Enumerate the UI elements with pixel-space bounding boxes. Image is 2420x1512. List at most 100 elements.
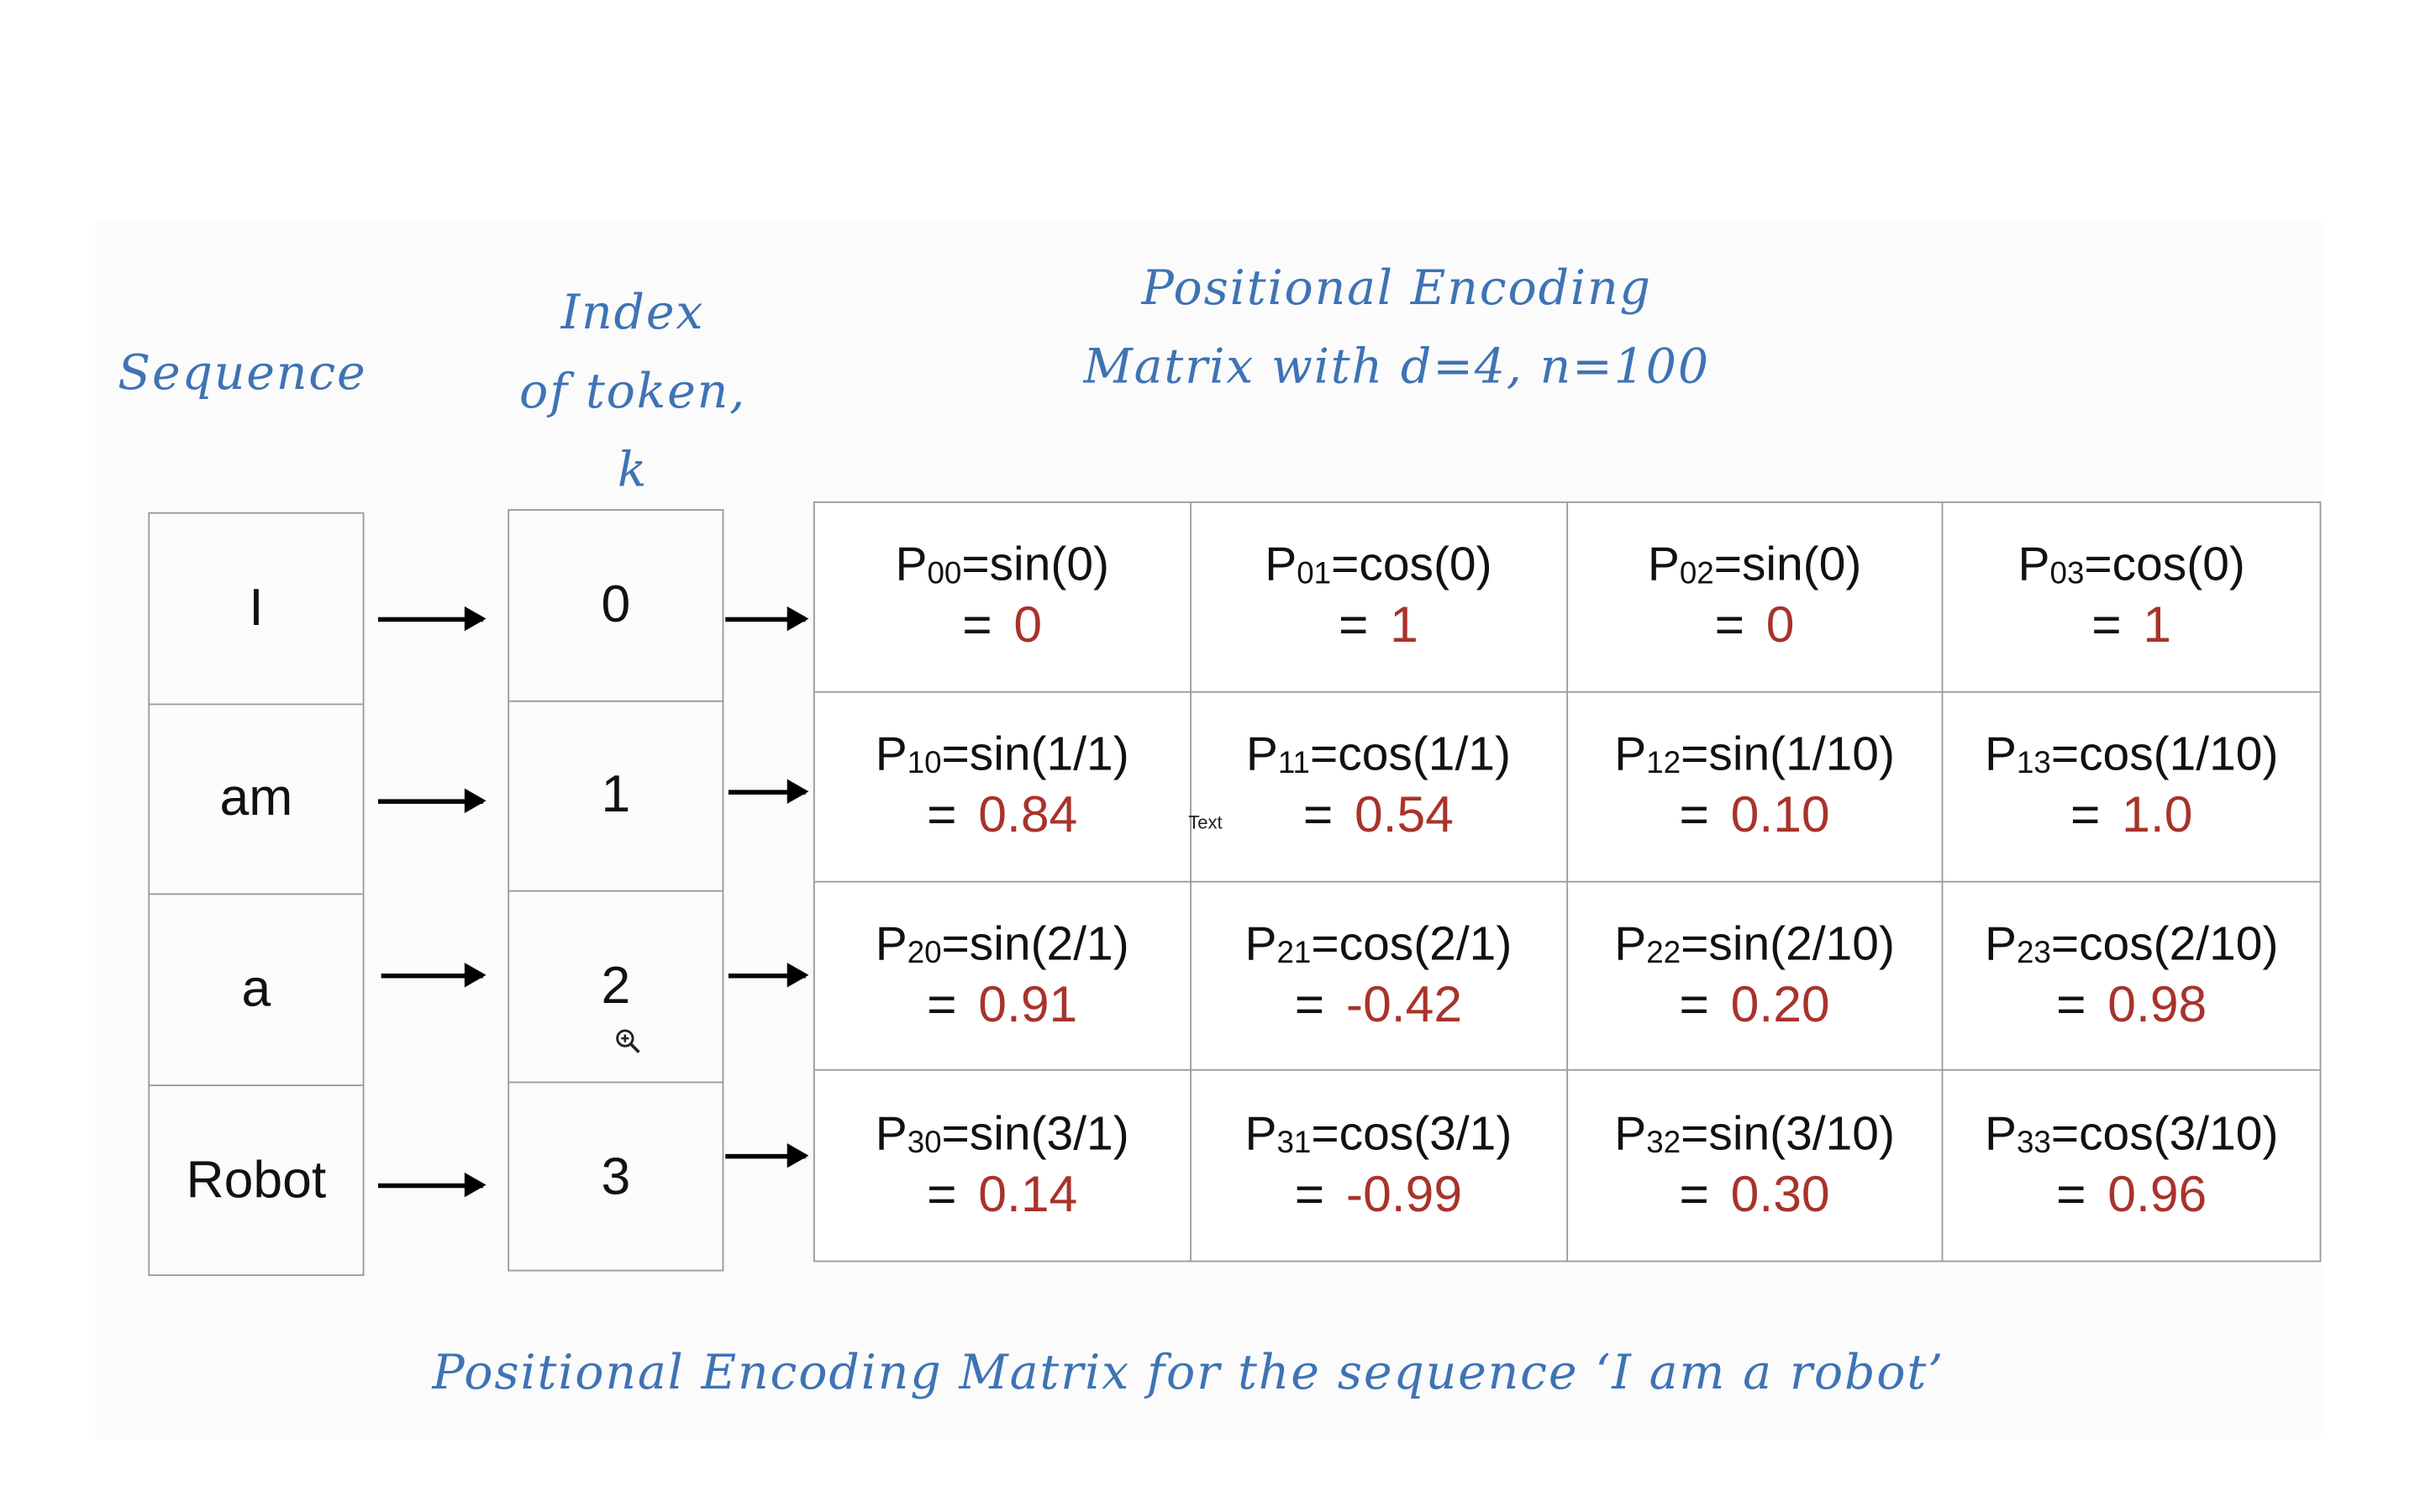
cell-subscript: 10 [907, 747, 942, 781]
cell-result: = 0.14 [927, 1162, 1077, 1226]
cell-formula: P02=sin(0) [1648, 538, 1861, 592]
token-index: 3 [601, 1147, 631, 1206]
cell-value: 0.84 [978, 785, 1078, 843]
cell-subscript: 01 [1297, 557, 1332, 592]
equals-sign: = [927, 974, 957, 1032]
equals-sign: = [1714, 596, 1745, 654]
token-index: 0 [509, 511, 723, 701]
equals-sign: = [927, 785, 957, 843]
cell-subscript: 03 [2049, 557, 2085, 592]
cell-result: =-0.99 [1295, 1162, 1462, 1226]
sequence-token: am [150, 704, 363, 895]
cell-formula: P22=sin(2/10) [1614, 916, 1895, 971]
index-column: 0 1 2 3 [508, 509, 724, 1272]
sequence-token: I [150, 514, 363, 705]
matrix-cell: P01=cos(0)= 1 [1191, 502, 1568, 693]
cell-result: = 0.54 [1303, 782, 1454, 846]
cell-formula: P31=cos(3/1) [1244, 1106, 1512, 1161]
cell-result: =0 [1715, 592, 1795, 656]
cell-function: =sin(0) [961, 537, 1109, 592]
cell-formula: P21=cos(2/1) [1244, 916, 1512, 971]
cell-value: 0.14 [978, 1164, 1078, 1222]
cell-formula: P30=sin(3/1) [876, 1106, 1129, 1161]
cell-formula: P13=cos(1/10) [1985, 727, 2278, 781]
matrix-cell: P10=sin(1/1)= 0.84 [814, 692, 1192, 882]
cell-subscript: 33 [2016, 1126, 2051, 1161]
cell-result: =1 [2091, 592, 2171, 656]
arrow-index-to-row [728, 779, 809, 804]
cell-subscript: 32 [1646, 1126, 1681, 1161]
cell-value: 0.10 [1730, 785, 1830, 843]
p-symbol: P [1244, 916, 1277, 971]
equals-sign: = [1679, 974, 1709, 1032]
cell-formula: P32=sin(3/10) [1614, 1106, 1895, 1161]
cell-subscript: 23 [2016, 936, 2051, 971]
p-symbol: P [1984, 1106, 2017, 1161]
arrow-index-to-row [728, 963, 809, 988]
cell-function: =sin(3/1) [941, 1106, 1129, 1161]
p-symbol: P [875, 1106, 908, 1161]
index-heading-line1: Index [560, 285, 705, 341]
cell-result: =0.30 [1680, 1162, 1830, 1226]
p-symbol: P [1614, 727, 1647, 781]
matrix-cell: P11=cos(1/1)=0.54 [1191, 692, 1568, 882]
cell-function: =sin(3/10) [1681, 1106, 1895, 1161]
cell-function: =cos(0) [2084, 537, 2245, 592]
equals-sign: = [1294, 974, 1325, 1032]
equals-sign: = [927, 1164, 957, 1222]
cell-function: =sin(2/10) [1681, 916, 1895, 971]
cell-subscript: 20 [907, 936, 942, 971]
cell-result: = 0.98 [2056, 971, 2207, 1035]
cell-subscript: 02 [1679, 557, 1714, 592]
cell-value: 0.20 [1730, 974, 1830, 1032]
cell-value: 0 [1765, 596, 1795, 654]
arrow-index-to-row [725, 1142, 809, 1168]
cell-function: =cos(1/1) [1309, 727, 1511, 781]
cell-formula: P12=sin(1/10) [1614, 727, 1895, 781]
cell-result: = 1.0 [2070, 782, 2192, 846]
arrow-token-to-index [377, 788, 487, 813]
cell-result: =0.96 [2056, 1162, 2207, 1226]
cell-function: =cos(3/1) [1311, 1106, 1512, 1161]
cell-formula: P10=sin(1/1) [876, 727, 1129, 781]
cell-function: =cos(3/10) [2050, 1106, 2279, 1161]
matrix-title: Positional Encoding Matrix with d=4, n=1… [987, 250, 1805, 407]
cell-value: -0.42 [1345, 974, 1463, 1032]
cell-formula: P01=cos(0) [1265, 538, 1491, 592]
cell-value: 0.98 [2107, 974, 2207, 1032]
equals-sign: = [2056, 974, 2086, 1032]
equals-sign: = [2070, 785, 2101, 843]
cell-function: =cos(0) [1331, 537, 1492, 592]
equals-sign: = [1679, 1164, 1709, 1222]
p-symbol: P [2018, 537, 2050, 592]
cell-value: 0.54 [1354, 785, 1454, 843]
cell-subscript: 13 [2016, 747, 2051, 781]
arrow-index-to-row [725, 606, 809, 632]
cell-function: =sin(0) [1713, 537, 1862, 592]
token-index: 1 [509, 701, 723, 892]
cell-result: =0.10 [1680, 782, 1830, 846]
p-symbol: P [1984, 916, 2017, 971]
cell-subscript: 12 [1646, 747, 1681, 781]
arrow-token-to-index [381, 963, 487, 988]
p-symbol: P [875, 916, 908, 971]
p-symbol: P [1265, 537, 1297, 592]
sequence-token: Robot [186, 1150, 327, 1210]
matrix-cell: P13=cos(1/10)= 1.0 [1943, 692, 2320, 882]
cell-value: 1 [1390, 596, 1418, 654]
zoom-in-icon[interactable] [614, 1027, 642, 1055]
p-symbol: P [1647, 537, 1680, 592]
index-heading: Index of token, k [463, 275, 802, 511]
cell-value: 0.91 [978, 974, 1078, 1032]
matrix-cell: P33=cos(3/10)=0.96 [1944, 1071, 2320, 1260]
sequence-token: a [150, 895, 363, 1086]
cell-subscript: 00 [927, 557, 962, 592]
p-symbol: P [1245, 727, 1278, 781]
equals-sign: = [962, 596, 992, 654]
matrix-cell: P20=sin(2/1)= 0.91 [814, 881, 1192, 1072]
equals-sign: = [1338, 596, 1369, 654]
equals-sign: = [1302, 785, 1334, 843]
cell-value: 1.0 [2122, 785, 2193, 843]
cell-function: =sin(2/1) [941, 916, 1129, 971]
